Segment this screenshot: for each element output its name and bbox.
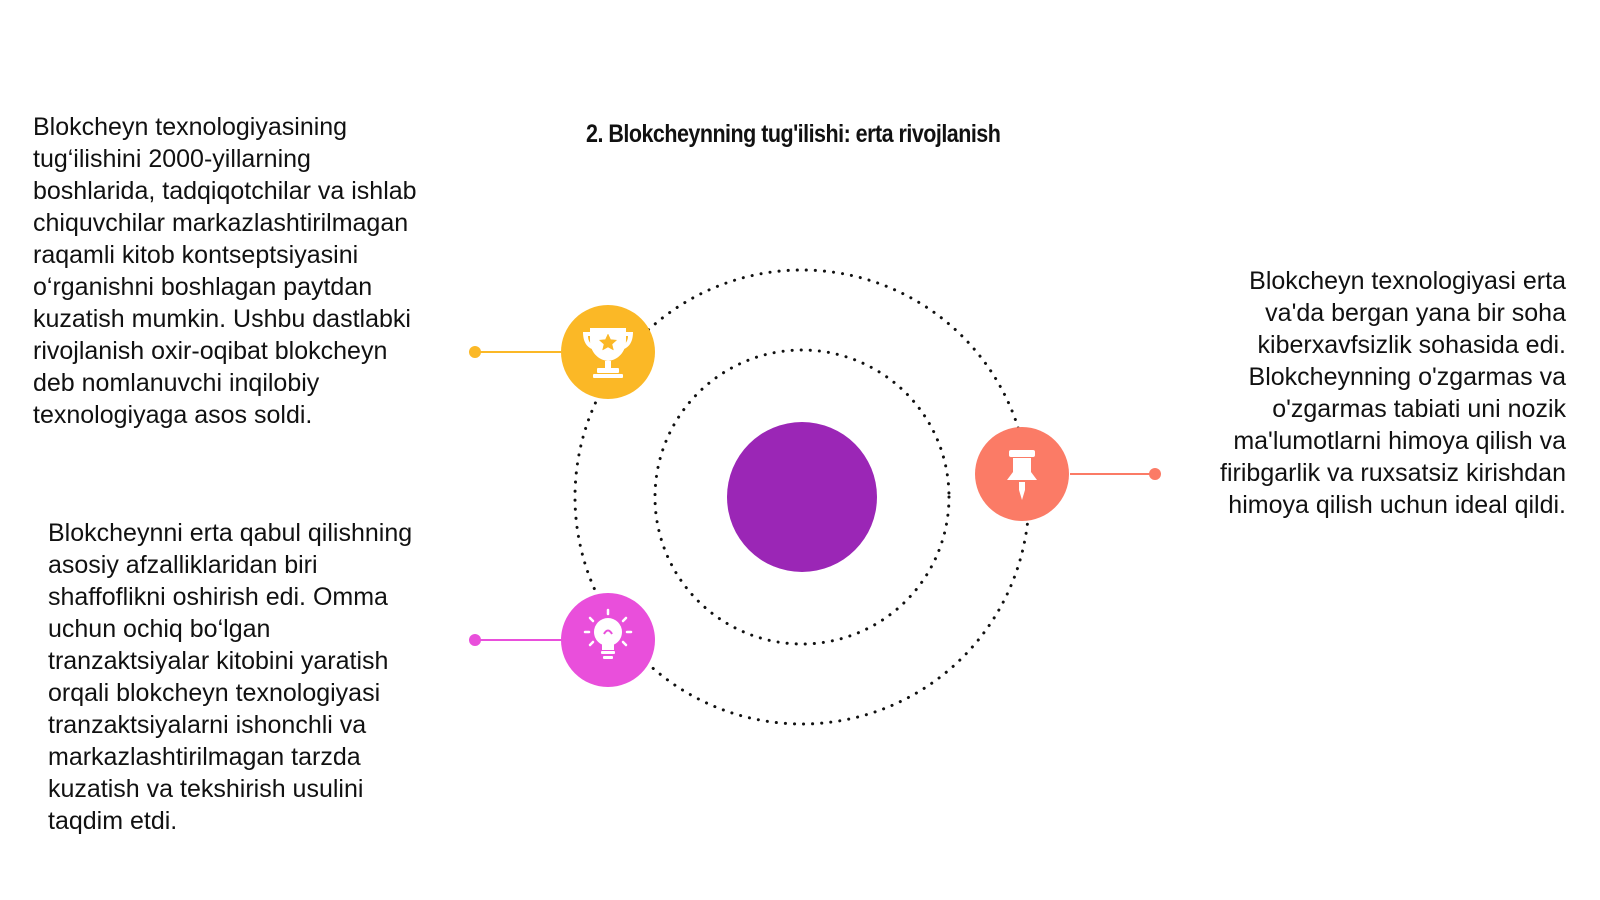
center-circle: [727, 422, 877, 572]
trophy-icon: [583, 328, 633, 378]
lightbulb-icon: [583, 608, 633, 659]
lightbulb-connector: [469, 634, 565, 646]
slide-title: 2. Blokcheynning tug'ilishi: erta rivojl…: [586, 120, 1001, 148]
paragraph-left-bottom: Blokcheynni erta qabul qilishning asosiy…: [48, 519, 413, 835]
paragraph-left-top: Blokcheyn texnologiyasining tug‘ilishini…: [33, 113, 417, 429]
pushpin-icon: [1007, 450, 1037, 500]
pushpin-connector: [1070, 468, 1161, 480]
pushpin-node: [975, 427, 1069, 521]
trophy-node: [561, 305, 655, 399]
inner-dotted-ring: [653, 348, 951, 646]
paragraph-right: Blokcheyn texnologiyasi erta va'da berga…: [1220, 267, 1566, 519]
trophy-connector: [469, 346, 565, 358]
lightbulb-node: [561, 593, 655, 687]
